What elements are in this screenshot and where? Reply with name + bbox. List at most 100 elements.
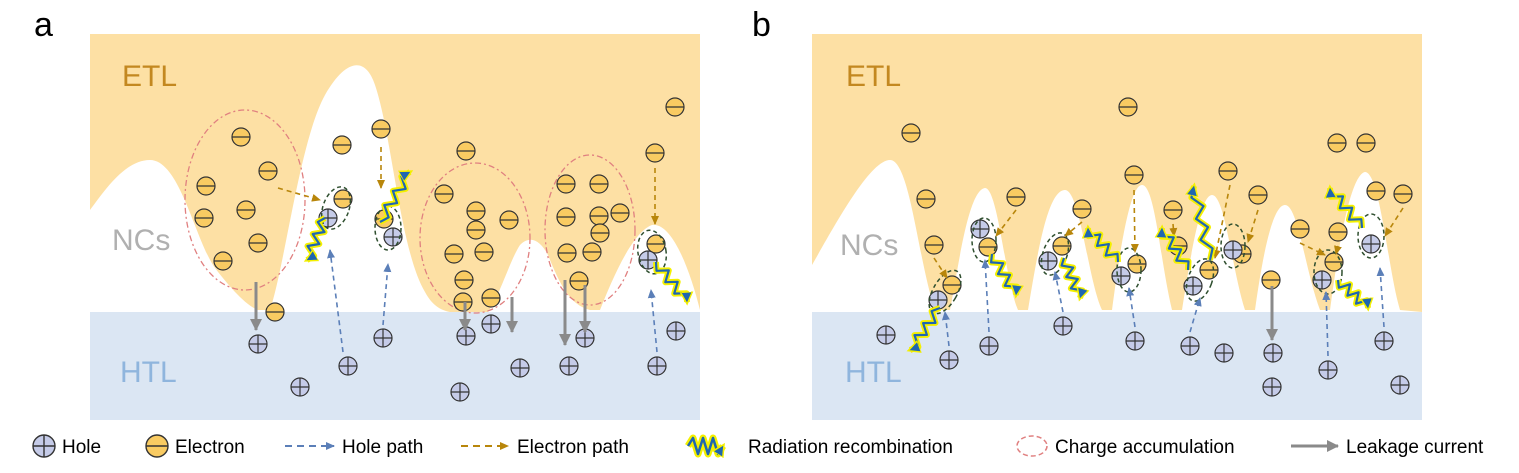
radiation-recombination-arrow — [988, 253, 1017, 295]
hole — [1361, 234, 1381, 254]
exciton-pair-ring — [1040, 232, 1070, 276]
radiation-symbol-core — [686, 436, 723, 454]
legend-electron-path-item: Electron path — [461, 437, 629, 458]
hole-path-arrow — [647, 289, 658, 353]
hole — [481, 314, 501, 334]
electron-path-arrow — [1169, 223, 1178, 237]
hole — [939, 350, 959, 370]
hole — [1374, 331, 1394, 351]
electron — [1290, 219, 1310, 239]
electron — [1327, 133, 1347, 153]
hole — [1111, 266, 1131, 286]
electron — [196, 176, 216, 196]
radiation-recombination-arrow — [1162, 228, 1192, 271]
radiation-recombination-arrow — [1335, 279, 1368, 308]
electron — [942, 275, 962, 295]
electron — [466, 201, 486, 221]
electron — [466, 220, 486, 240]
radiation-recombination-arrow — [1330, 188, 1365, 229]
electron — [556, 174, 576, 194]
exciton-pair-ring — [1185, 258, 1215, 302]
electron-path-arrow — [1299, 242, 1326, 256]
electron-path-arrow — [1130, 189, 1139, 253]
hole — [1125, 331, 1145, 351]
legend-hole-path-item: Hole path — [285, 437, 423, 458]
electron-path-arrow — [1246, 209, 1259, 243]
radiation-recombination-arrow — [1191, 186, 1216, 261]
legend-hole-label: Hole — [62, 437, 101, 458]
electron — [1127, 254, 1147, 274]
legend-hole-path-label: Hole path — [342, 437, 423, 458]
hole — [1263, 343, 1283, 363]
electron-path-arrow — [277, 187, 321, 202]
electron — [978, 237, 998, 257]
electron — [1261, 270, 1281, 290]
hole — [1214, 343, 1234, 363]
legend: Hole Electron Hole path Electron path Ra… — [32, 434, 1484, 458]
electron — [610, 203, 630, 223]
hole — [1312, 270, 1332, 290]
electron — [1124, 165, 1144, 185]
legend-radiation-label: Radiation recombination — [748, 437, 953, 458]
radiation-recombination-arrow — [653, 261, 687, 302]
hole — [647, 356, 667, 376]
electron — [582, 242, 602, 262]
hole — [1318, 360, 1338, 380]
charge-accumulation-symbol — [1016, 435, 1048, 457]
hole-path-arrow — [981, 259, 990, 333]
radiation-recombination-arrow — [378, 169, 410, 225]
hole — [373, 328, 393, 348]
exciton-pair-ring — [374, 205, 402, 251]
electron — [1328, 222, 1348, 242]
electron — [194, 208, 214, 228]
hole — [979, 336, 999, 356]
exciton-pair-ring — [1116, 247, 1142, 293]
electron — [474, 242, 494, 262]
electron — [213, 251, 233, 271]
electron — [646, 234, 666, 254]
hole-path-arrow — [941, 311, 950, 347]
hole-path-arrow — [1376, 267, 1385, 328]
electron — [645, 143, 665, 163]
electron-path-arrow — [933, 257, 948, 279]
electron — [557, 243, 577, 263]
electron — [248, 233, 268, 253]
hole — [559, 356, 579, 376]
electron — [1366, 181, 1386, 201]
radiation-recombination-arrow — [1058, 257, 1083, 298]
hole-path-arrow — [327, 249, 344, 353]
exciton-pair-ring — [971, 217, 997, 263]
panel-b: b ETL NCs HTL — [752, 6, 1422, 420]
etl-label-b: ETL — [846, 60, 901, 93]
electron — [371, 119, 391, 139]
htl-label-a: HTL — [120, 356, 177, 389]
hole — [338, 356, 358, 376]
electron — [1118, 97, 1138, 117]
legend-electron-item: Electron — [145, 434, 245, 458]
electron — [332, 135, 352, 155]
hole — [1390, 375, 1410, 395]
electron — [1006, 187, 1026, 207]
electron-path-arrow — [995, 209, 1017, 237]
hole — [510, 358, 530, 378]
exciton-pair-ring — [320, 186, 352, 230]
electron — [444, 244, 464, 264]
hole-path-arrow — [1189, 297, 1202, 333]
electron — [265, 302, 285, 322]
electron — [916, 189, 936, 209]
electron — [1052, 236, 1072, 256]
hole-path-arrow — [1322, 291, 1331, 357]
legend-charge-label: Charge accumulation — [1055, 437, 1235, 458]
electron — [589, 174, 609, 194]
radiation-recombination-arrow — [1088, 228, 1121, 263]
legend-charge-item: Charge accumulation — [1016, 435, 1235, 458]
hole — [1262, 377, 1282, 397]
electron — [258, 161, 278, 181]
panel-a: a ETL NCs HTL — [34, 6, 700, 420]
electron — [434, 184, 454, 204]
overlay-a — [184, 97, 687, 402]
legend-leakage-item: Leakage current — [1291, 437, 1484, 458]
etl-label-a: ETL — [122, 60, 177, 93]
hole — [1053, 316, 1073, 336]
